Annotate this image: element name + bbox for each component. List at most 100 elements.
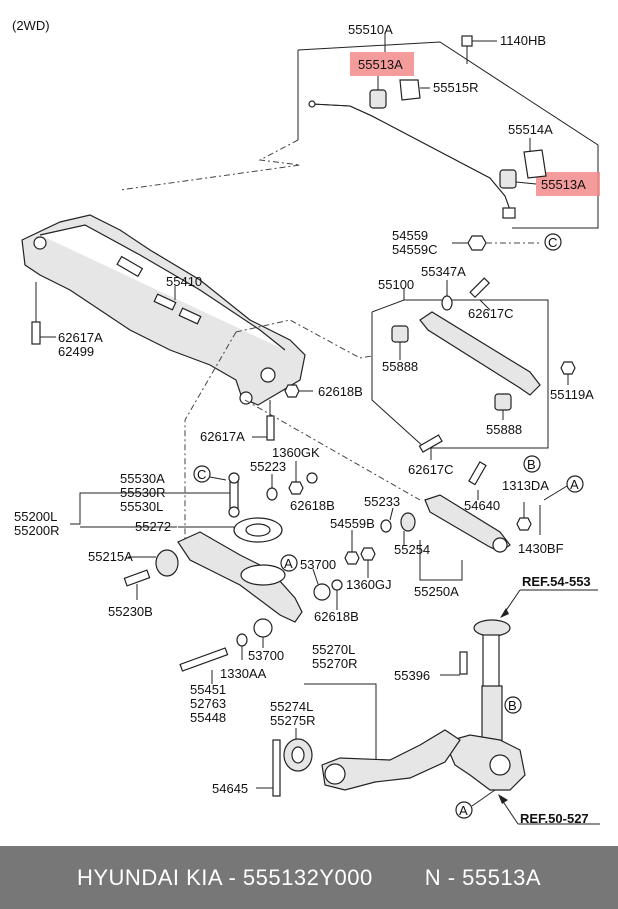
bolt-54640-icon [468, 461, 487, 486]
label-62618B-c: 62618B [314, 609, 359, 624]
callout-A-lower [455, 801, 473, 819]
bolt-1140HB-icon [461, 35, 473, 47]
label-55230B: 55230B [108, 604, 153, 619]
dash-stabilizer-crossmember [119, 139, 301, 191]
bolt-62617A-mid-icon [266, 415, 275, 441]
label-1140HB: 1140HB [500, 33, 546, 48]
label-54559B: 54559B [330, 516, 375, 531]
bushing-55888-a-icon [391, 325, 409, 343]
nut-54559-icon [467, 235, 487, 251]
label-1330AA: 1330AA [220, 666, 267, 681]
label-55274L: 55274L [270, 699, 313, 714]
bolt-55451-icon [179, 647, 229, 672]
label-62618B-a: 62618B [318, 384, 363, 399]
knuckle-icon [444, 734, 526, 791]
stabilizer-end-link-right [502, 207, 516, 219]
dash-crossmember-lower [184, 331, 237, 550]
callout-B-upper [523, 455, 541, 473]
label-55270R: 55270R [312, 656, 358, 671]
label-54645: 54645 [212, 781, 248, 796]
bolt-62617A-left-icon [31, 321, 41, 345]
callout-A-mid [280, 554, 298, 572]
label-54559C: 54559C [392, 242, 438, 257]
callout-A-mid-label: A [284, 556, 293, 571]
bracket-55515R-icon [399, 79, 421, 101]
label-55100: 55100 [378, 277, 414, 292]
label-1430BF: 1430BF [518, 541, 564, 556]
label-55515R: 55515R [433, 80, 479, 95]
trailing-arm-55270 [321, 729, 461, 791]
label-62617A-left: 62617A [58, 330, 103, 345]
spring-seat [240, 564, 286, 586]
label-55513A-top: 55513A [358, 57, 403, 72]
washer-1330AA-icon [236, 633, 248, 647]
label-55119A: 55119A [550, 387, 594, 402]
bushing-55215A-icon [155, 549, 179, 577]
callout-B-upper-label: B [527, 457, 536, 472]
label-55233: 55233 [364, 494, 400, 509]
label-53700-b: 53700 [248, 648, 284, 663]
leader-55200 [70, 492, 177, 525]
bracket-55514A-icon [523, 149, 547, 179]
stabilizer-group-frame [297, 41, 599, 229]
callout-A-right [566, 475, 584, 493]
crossmember-55410 [21, 214, 306, 406]
label-55275R: 55275R [270, 713, 316, 728]
label-55510A: 55510A [348, 22, 393, 37]
bushing-55254-icon [400, 512, 416, 532]
callout-A-right-label: A [570, 477, 579, 492]
label-55396: 55396 [394, 668, 430, 683]
bolt-55396-icon [459, 651, 468, 675]
dash-crossmember-assist [244, 399, 421, 501]
bolt-62617C-bottom-icon [418, 434, 443, 453]
callout-C-mid [193, 465, 211, 483]
stabilizer-bar [311, 103, 511, 211]
footer-brand-part-number: HYUNDAI KIA - 555132Y000 [76, 864, 373, 890]
bushing-top-icon [369, 89, 387, 109]
label-55272: 55272 [135, 519, 171, 534]
strut-shaft-icon [482, 634, 500, 688]
label-55513A-side: 55513A [541, 177, 586, 192]
label-62499: 62499 [58, 344, 94, 359]
label-ref-50-527: REF.50-527 [520, 811, 589, 826]
label-62618B-b: 62618B [290, 498, 335, 513]
leader-55250A [419, 540, 463, 581]
bushing-side-icon [499, 169, 517, 189]
label-55200L: 55200L [14, 509, 57, 524]
label-55530A: 55530A [120, 471, 165, 486]
nut-1360GJ-icon [360, 547, 376, 561]
leader-55270 [304, 683, 377, 760]
bolt-55230B-icon [123, 569, 151, 587]
nut-54559B-icon [344, 551, 360, 565]
label-55888-a: 55888 [382, 359, 418, 374]
bushing-53700-a-icon [313, 583, 331, 601]
parts-diagram: (2WD) C [12, 18, 600, 826]
nut-62618B-a-icon [284, 384, 300, 398]
label-54640: 54640 [464, 498, 500, 513]
label-55215A: 55215A [88, 549, 133, 564]
bolt-62617C-top-icon [469, 277, 491, 299]
upper-arm-55100 [419, 311, 541, 396]
label-55200R: 55200R [14, 523, 60, 538]
drive-type-label: (2WD) [12, 18, 50, 33]
label-55530R: 55530R [120, 485, 166, 500]
stabilizer-link-55530-icon [229, 479, 239, 511]
label-53700-a: 53700 [300, 557, 336, 572]
bushing-55888-b-icon [494, 393, 512, 411]
label-55451: 55451 [190, 682, 226, 697]
label-55888-b: 55888 [486, 422, 522, 437]
nut-1360GK-icon [288, 481, 304, 495]
callout-C-top [544, 233, 562, 251]
callout-B-lower-label: B [508, 698, 517, 713]
callout-B-lower [504, 696, 522, 714]
nut-1313DA-icon [516, 517, 532, 531]
dash-crossmember-arm [235, 319, 373, 359]
nut-62618B-b-icon [306, 472, 318, 484]
label-55448: 55448 [190, 710, 226, 725]
label-55410: 55410 [166, 274, 202, 289]
washer-55233-icon [380, 519, 392, 533]
label-55514A: 55514A [508, 122, 553, 137]
label-55250A: 55250A [414, 584, 459, 599]
label-1360GK: 1360GK [272, 445, 320, 460]
highlight-55513A-side [536, 172, 600, 196]
